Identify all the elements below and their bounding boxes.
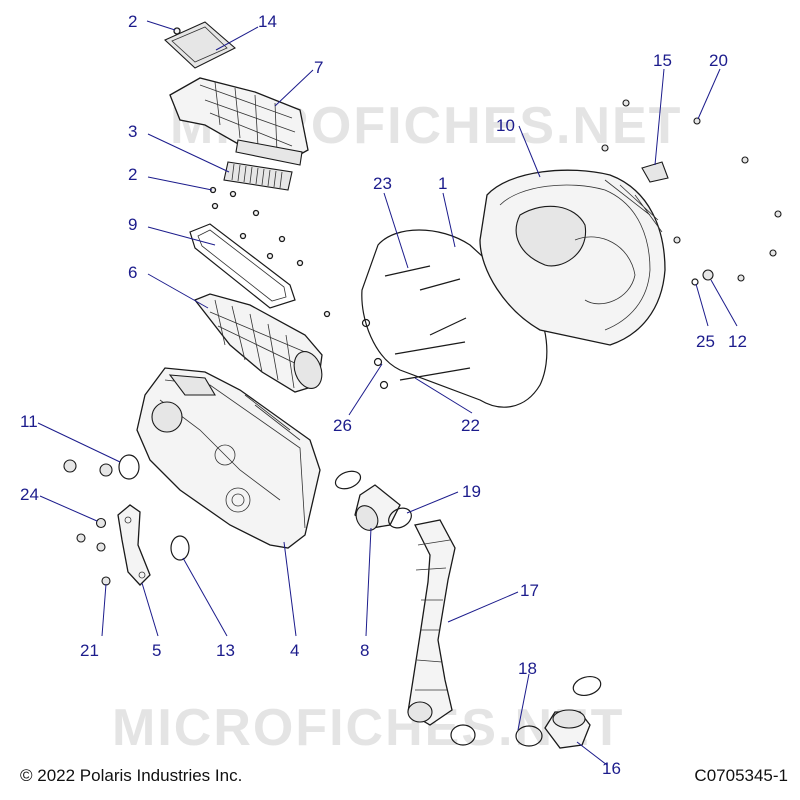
callout-16: 16 — [602, 759, 621, 778]
callout-15: 15 — [653, 51, 672, 70]
plugs — [63, 459, 113, 477]
copyright-text: © 2022 Polaris Industries Inc. — [20, 766, 243, 785]
callout-3: 3 — [128, 122, 137, 141]
part-3-seal — [223, 161, 293, 191]
part-5-bracket — [117, 504, 151, 586]
callout-6: 6 — [128, 263, 137, 282]
callout-13: 13 — [216, 641, 235, 660]
callouts: 2 14 7 3 2 9 6 11 24 21 5 13 4 8 19 17 1… — [20, 12, 747, 778]
callout-26: 26 — [333, 416, 352, 435]
leader-lines — [37, 20, 738, 766]
part-2-screws-group — [209, 186, 331, 318]
part-20-bolts — [601, 99, 782, 282]
part-4-inner-cover — [136, 367, 321, 549]
callout-5: 5 — [152, 641, 161, 660]
callout-19: 19 — [462, 482, 481, 501]
callout-7: 7 — [314, 58, 323, 77]
part-13-oring — [170, 535, 190, 561]
part-8-coupler — [334, 470, 412, 531]
part-25-washer — [691, 278, 699, 286]
part-10-outer-cover — [479, 169, 666, 346]
callout-14: 14 — [258, 12, 277, 31]
part-16-elbow — [544, 709, 591, 749]
part-26-washers — [361, 318, 389, 390]
part-24-bolts — [76, 517, 111, 586]
callout-9: 9 — [128, 215, 137, 234]
callout-17: 17 — [520, 581, 539, 600]
diagram-code: C0705345-1 — [694, 766, 788, 785]
part-6-duct — [193, 293, 323, 393]
callout-4: 4 — [290, 641, 299, 660]
callout-21: 21 — [80, 641, 99, 660]
callout-25: 25 — [696, 332, 715, 351]
part-23-22-bolts — [384, 265, 471, 381]
callout-2-top: 2 — [128, 12, 137, 31]
callout-1: 1 — [438, 174, 447, 193]
part-9-gasket — [189, 223, 296, 309]
part-12-nut — [702, 269, 714, 281]
callout-20: 20 — [709, 51, 728, 70]
part-1-gasket — [361, 229, 548, 408]
part-18-clamp — [450, 675, 602, 747]
callout-12: 12 — [728, 332, 747, 351]
callout-11: 11 — [20, 412, 38, 431]
callout-2-middle: 2 — [128, 165, 137, 184]
part-2-screw-top — [173, 27, 181, 35]
part-17-hose — [407, 519, 456, 726]
callout-22: 22 — [461, 416, 480, 435]
part-14-plate — [164, 21, 236, 69]
part-11-oring — [118, 454, 140, 480]
callout-8: 8 — [360, 641, 369, 660]
callout-10: 10 — [496, 116, 515, 135]
callout-23: 23 — [373, 174, 392, 193]
callout-18: 18 — [518, 659, 537, 678]
callout-24: 24 — [20, 485, 39, 504]
part-7-intake-duct — [169, 77, 309, 166]
